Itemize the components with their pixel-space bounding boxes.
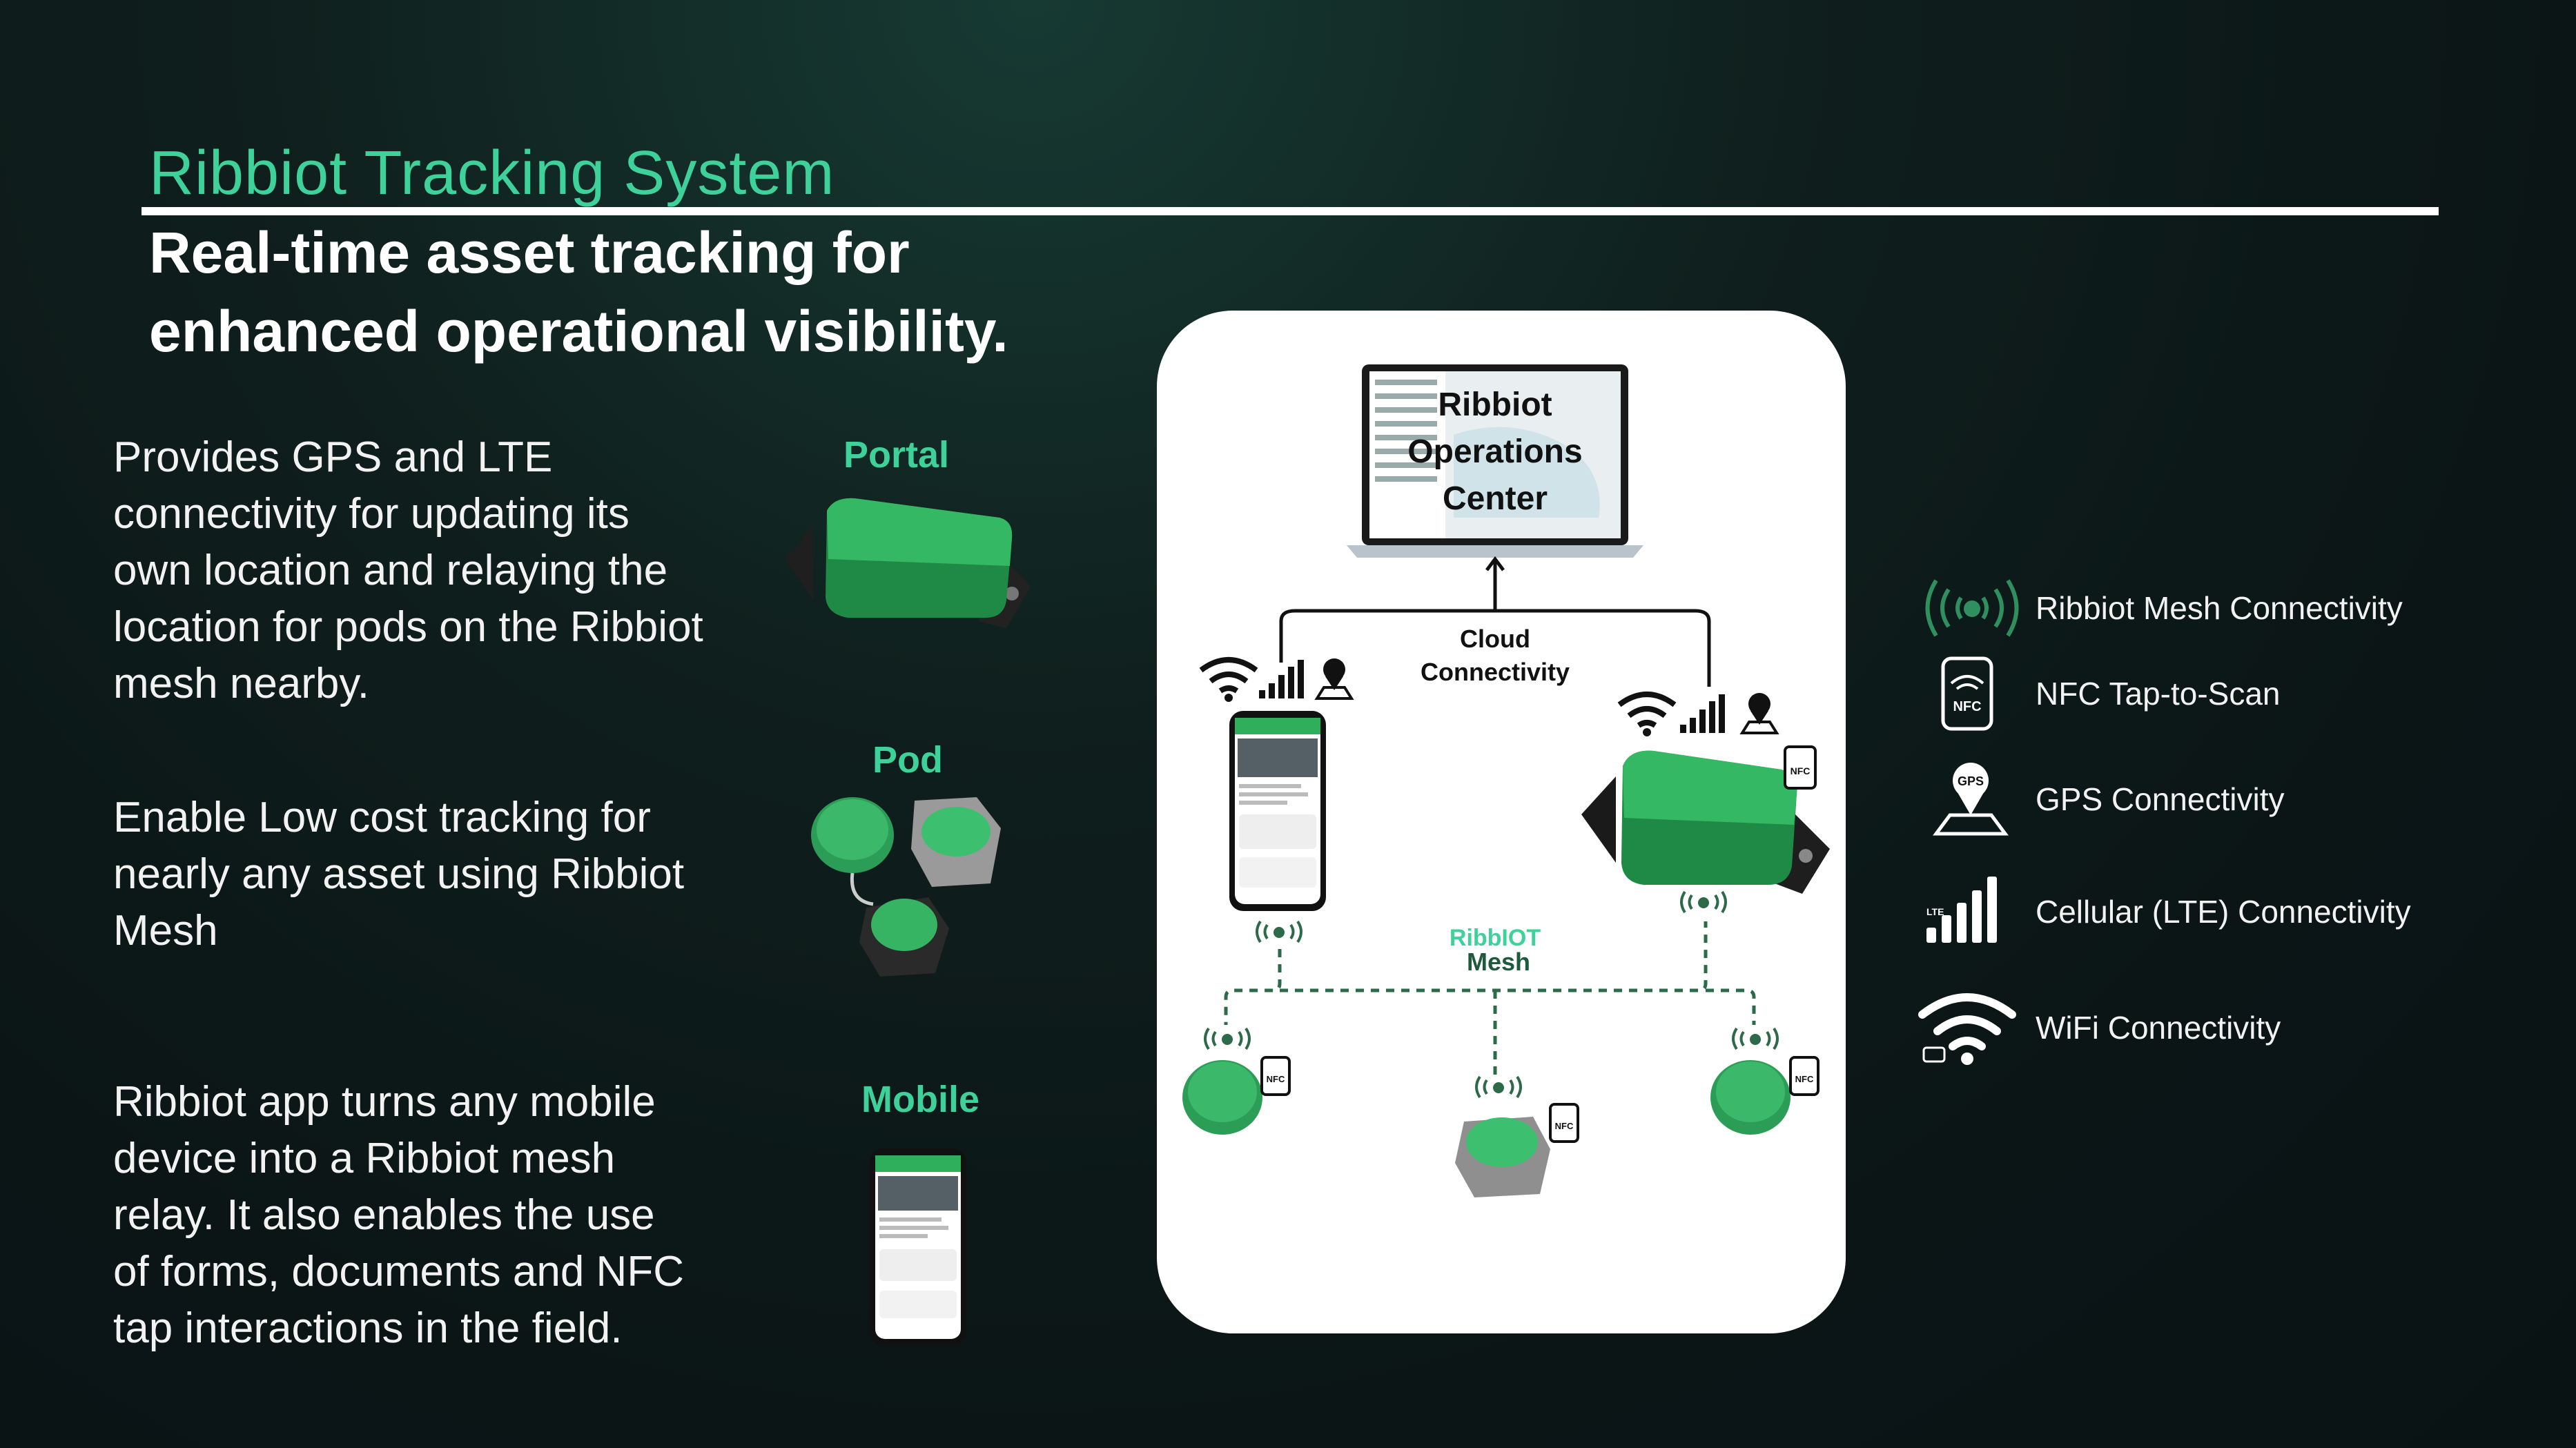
portal-desc-line: own location and relaying the — [113, 547, 668, 594]
mobile-relay-phone — [1229, 711, 1326, 911]
mesh-label: Mesh — [1467, 948, 1530, 976]
cloud-label-line-2: Connectivity — [1421, 658, 1570, 686]
pod-desc-line: nearly any asset using Ribbiot — [113, 850, 685, 898]
nfc-icon-text: NFC — [1953, 699, 1981, 714]
nfc-tag-icon: NFC — [1549, 1103, 1579, 1143]
wifi-icon — [1617, 692, 1677, 736]
mesh-signal-icon — [1732, 1027, 1779, 1050]
lte-icon-text: LTE — [1926, 906, 1944, 917]
portal-label: Portal — [843, 434, 950, 476]
mobile-desc-line: Ribbiot app turns any mobile — [113, 1078, 656, 1126]
legend-label-mesh: Ribbiot Mesh Connectivity — [2036, 590, 2403, 626]
nfc-tag-icon: NFC — [1789, 1056, 1819, 1096]
nfc-tag-icon: NFC — [1260, 1056, 1291, 1096]
gps-icon: GPS — [1933, 763, 2009, 836]
mobile-desc-line: tap interactions in the field. — [113, 1304, 623, 1352]
legend-item-cellular: LTE Cellular (LTE) Connectivity — [1915, 874, 2537, 950]
nfc-tag-text: NFC — [1795, 1074, 1814, 1084]
arrow-up-icon — [1485, 556, 1505, 571]
pod-desc-line: Enable Low cost tracking for — [113, 794, 651, 841]
legend-item-wifi: WiFi Connectivity — [1915, 990, 2537, 1066]
portal-desc-line: Provides GPS and LTE — [113, 433, 553, 481]
nfc-icon: NFC — [1941, 656, 1993, 731]
mesh-signal-icon — [1204, 1027, 1251, 1050]
cellular-signal-icon — [1680, 694, 1725, 733]
portal-desc-line: mesh nearby. — [113, 660, 370, 707]
ops-center-label-line-1: Ribbiot — [1438, 387, 1552, 423]
gps-pin-icon — [1739, 693, 1779, 734]
mesh-icon — [1925, 579, 2019, 637]
pod-desc-line: Mesh — [113, 907, 218, 955]
pod-device — [1182, 1060, 1262, 1135]
legend-item-gps: GPS GPS Connectivity — [1915, 761, 2537, 837]
operations-center-laptop — [1347, 364, 1643, 558]
mobile-desc-line: device into a Ribbiot mesh — [113, 1135, 616, 1182]
mesh-signal-icon — [1475, 1075, 1522, 1099]
cloud-connection-lines — [1279, 559, 1711, 687]
ops-center-label-line-2: Operations — [1407, 433, 1582, 470]
portal-device — [1581, 750, 1830, 894]
page-title: Ribbiot Tracking System — [149, 139, 835, 208]
mesh-signal-icon — [1680, 890, 1727, 914]
wifi-icon — [1918, 993, 2016, 1065]
mobile-label: Mobile — [861, 1079, 979, 1120]
nfc-tag-text: NFC — [1790, 765, 1811, 776]
pod-device — [1455, 1117, 1550, 1197]
mesh-signal-icon — [1256, 920, 1302, 943]
ops-center-label-line-3: Center — [1443, 480, 1548, 517]
legend-label-cellular: Cellular (LTE) Connectivity — [2036, 894, 2411, 930]
subtitle-line-1: Real-time asset tracking for — [149, 220, 910, 285]
cellular-icon: LTE — [1926, 877, 1997, 943]
pod-devices-image — [811, 797, 1001, 977]
mobile-desc-line: of forms, documents and NFC — [113, 1248, 684, 1295]
legend-label-wifi: WiFi Connectivity — [2036, 1010, 2281, 1046]
mesh-network-lines — [1224, 921, 1756, 1077]
nfc-tag-text: NFC — [1267, 1074, 1285, 1084]
subtitle-line-2: enhanced operational visibility. — [149, 299, 1008, 364]
nfc-tag-text: NFC — [1555, 1121, 1574, 1131]
gps-icon-text: GPS — [1958, 774, 1984, 788]
pod-label: Pod — [872, 739, 943, 781]
cellular-signal-icon — [1259, 660, 1304, 698]
mobile-phone-image — [870, 1148, 966, 1345]
system-diagram-card: Ribbiot Operations Center Cloud Connecti… — [1157, 311, 1846, 1333]
legend-label-nfc: NFC Tap-to-Scan — [2036, 676, 2281, 712]
legend-label-gps: GPS Connectivity — [2036, 781, 2285, 817]
portal-desc-line: location for pods on the Ribbiot — [113, 603, 703, 651]
pod-description: Enable Low cost tracking for nearly any … — [113, 790, 684, 959]
gps-pin-icon — [1314, 658, 1354, 700]
mobile-description: Ribbiot app turns any mobile device into… — [113, 1074, 684, 1357]
system-diagram: Ribbiot Operations Center Cloud Connecti… — [1182, 364, 1830, 1197]
legend-item-nfc: NFC NFC Tap-to-Scan — [1915, 656, 2537, 732]
nfc-tag-icon: NFC — [1784, 745, 1817, 790]
portal-description: Provides GPS and LTE connectivity for up… — [113, 429, 703, 712]
portal-device-image — [786, 498, 1031, 628]
mesh-brand: RibbIOT — [1450, 925, 1541, 951]
cloud-label-line-1: Cloud — [1460, 625, 1530, 653]
legend-item-mesh: Ribbiot Mesh Connectivity — [1915, 570, 2537, 646]
mobile-desc-line: relay. It also enables the use — [113, 1191, 655, 1239]
wifi-icon — [1199, 657, 1258, 702]
portal-desc-line: connectivity for updating its — [113, 490, 630, 538]
title-divider — [142, 207, 2439, 215]
pod-device — [1710, 1060, 1790, 1135]
